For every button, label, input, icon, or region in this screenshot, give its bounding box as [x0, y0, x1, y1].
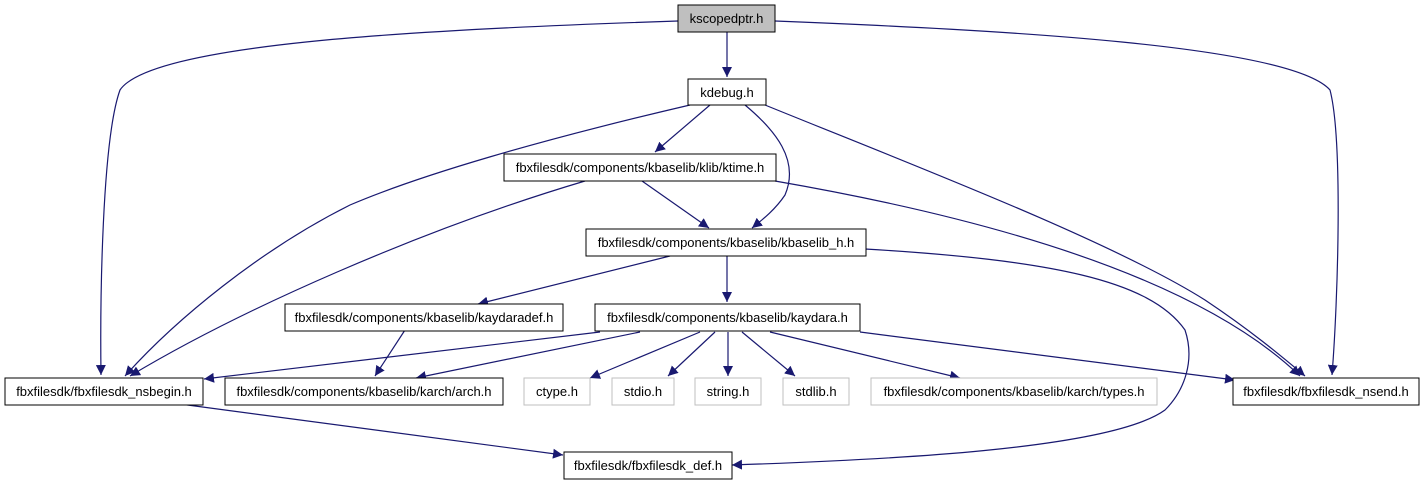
edge-kaydara-to-arch — [415, 331, 641, 381]
node-types[interactable]: fbxfilesdk/components/kbaselib/karch/typ… — [870, 377, 1158, 406]
node-label: fbxfilesdk/fbxfilesdk_nsend.h — [1243, 384, 1408, 399]
node-ctype[interactable]: ctype.h — [523, 377, 591, 406]
edge-kaydara-to-types — [769, 331, 961, 381]
node-label: fbxfilesdk/components/kbaselib/kbaselib_… — [598, 235, 855, 250]
node-label: kscopedptr.h — [690, 11, 764, 26]
node-kscopedptr[interactable]: kscopedptr.h — [677, 4, 776, 33]
edge-kdebug-to-ktime — [654, 104, 711, 153]
node-kaydara[interactable]: fbxfilesdk/components/kbaselib/kaydara.h — [594, 303, 861, 332]
node-label: kdebug.h — [700, 85, 754, 100]
edge-kscopedptr-to-nsend — [774, 20, 1339, 376]
node-box[interactable] — [4, 377, 204, 406]
node-box[interactable] — [782, 377, 850, 406]
edges — [95, 20, 1339, 470]
edge-kdebug-to-kbaselib_h — [744, 104, 791, 229]
edge-kdebug-to-nsbegin — [124, 104, 691, 377]
node-box[interactable] — [594, 303, 861, 332]
node-box[interactable] — [694, 377, 762, 406]
node-box[interactable] — [224, 377, 504, 406]
edge-kscopedptr-to-nsbegin — [95, 20, 679, 376]
edge-kbaselib_h-to-def — [731, 248, 1190, 470]
node-stdlib[interactable]: stdlib.h — [782, 377, 850, 406]
node-ktime[interactable]: fbxfilesdk/components/kbaselib/klib/ktim… — [503, 153, 777, 182]
node-label: fbxfilesdk/components/kbaselib/kaydarade… — [295, 310, 554, 325]
node-box[interactable] — [585, 228, 867, 257]
node-label: stdio.h — [624, 384, 662, 399]
node-label: fbxfilesdk/fbxfilesdk_def.h — [574, 458, 722, 473]
edge-kaydara-to-stdlib — [741, 331, 796, 377]
node-label: string.h — [707, 384, 750, 399]
node-label: fbxfilesdk/components/kbaselib/karch/arc… — [236, 384, 491, 399]
node-box[interactable] — [611, 377, 675, 406]
node-nsbegin[interactable]: fbxfilesdk/fbxfilesdk_nsbegin.h — [4, 377, 204, 406]
node-box[interactable] — [503, 153, 777, 182]
node-label: ctype.h — [536, 384, 578, 399]
edge-kdebug-to-nsend — [764, 104, 1306, 377]
edge-kaydara-to-stdio — [667, 331, 716, 377]
nodes: kscopedptr.h kdebug.h fbxfilesdk/compone… — [4, 4, 1420, 480]
node-nsend[interactable]: fbxfilesdk/fbxfilesdk_nsend.h — [1232, 377, 1420, 406]
edge-kaydara-to-nsend — [859, 331, 1236, 384]
node-box[interactable] — [677, 4, 776, 33]
node-kdebug[interactable]: kdebug.h — [687, 78, 767, 106]
node-box[interactable] — [523, 377, 591, 406]
node-label: stdlib.h — [795, 384, 836, 399]
node-string[interactable]: string.h — [694, 377, 762, 406]
edge-ktime-to-nsend — [774, 180, 1301, 377]
node-box[interactable] — [284, 303, 564, 332]
node-def[interactable]: fbxfilesdk/fbxfilesdk_def.h — [563, 451, 733, 480]
node-arch[interactable]: fbxfilesdk/components/kbaselib/karch/arc… — [224, 377, 504, 406]
node-kaydaradef[interactable]: fbxfilesdk/components/kbaselib/kaydarade… — [284, 303, 564, 332]
edge-nsbegin-to-def — [179, 403, 564, 459]
edge-ktime-to-kbaselib_h — [641, 180, 710, 229]
edge-kaydara-to-nsbegin — [203, 331, 601, 383]
node-kbaselib_h[interactable]: fbxfilesdk/components/kbaselib/kbaselib_… — [585, 228, 867, 257]
edge-kaydara-to-ctype — [589, 331, 701, 379]
node-label: fbxfilesdk/fbxfilesdk_nsbegin.h — [16, 384, 192, 399]
node-box[interactable] — [687, 78, 767, 106]
edge-kaydaradef-to-arch — [374, 329, 406, 377]
node-label: fbxfilesdk/components/kbaselib/karch/typ… — [884, 384, 1145, 399]
edge-ktime-to-nsbegin — [129, 180, 586, 377]
edge-kbaselib_h-to-kaydaradef — [477, 255, 671, 307]
node-box[interactable] — [870, 377, 1158, 406]
node-box[interactable] — [563, 451, 733, 480]
node-label: fbxfilesdk/components/kbaselib/klib/ktim… — [516, 160, 765, 175]
node-label: fbxfilesdk/components/kbaselib/kaydara.h — [607, 310, 848, 325]
node-stdio[interactable]: stdio.h — [611, 377, 675, 406]
node-box[interactable] — [1232, 377, 1420, 406]
